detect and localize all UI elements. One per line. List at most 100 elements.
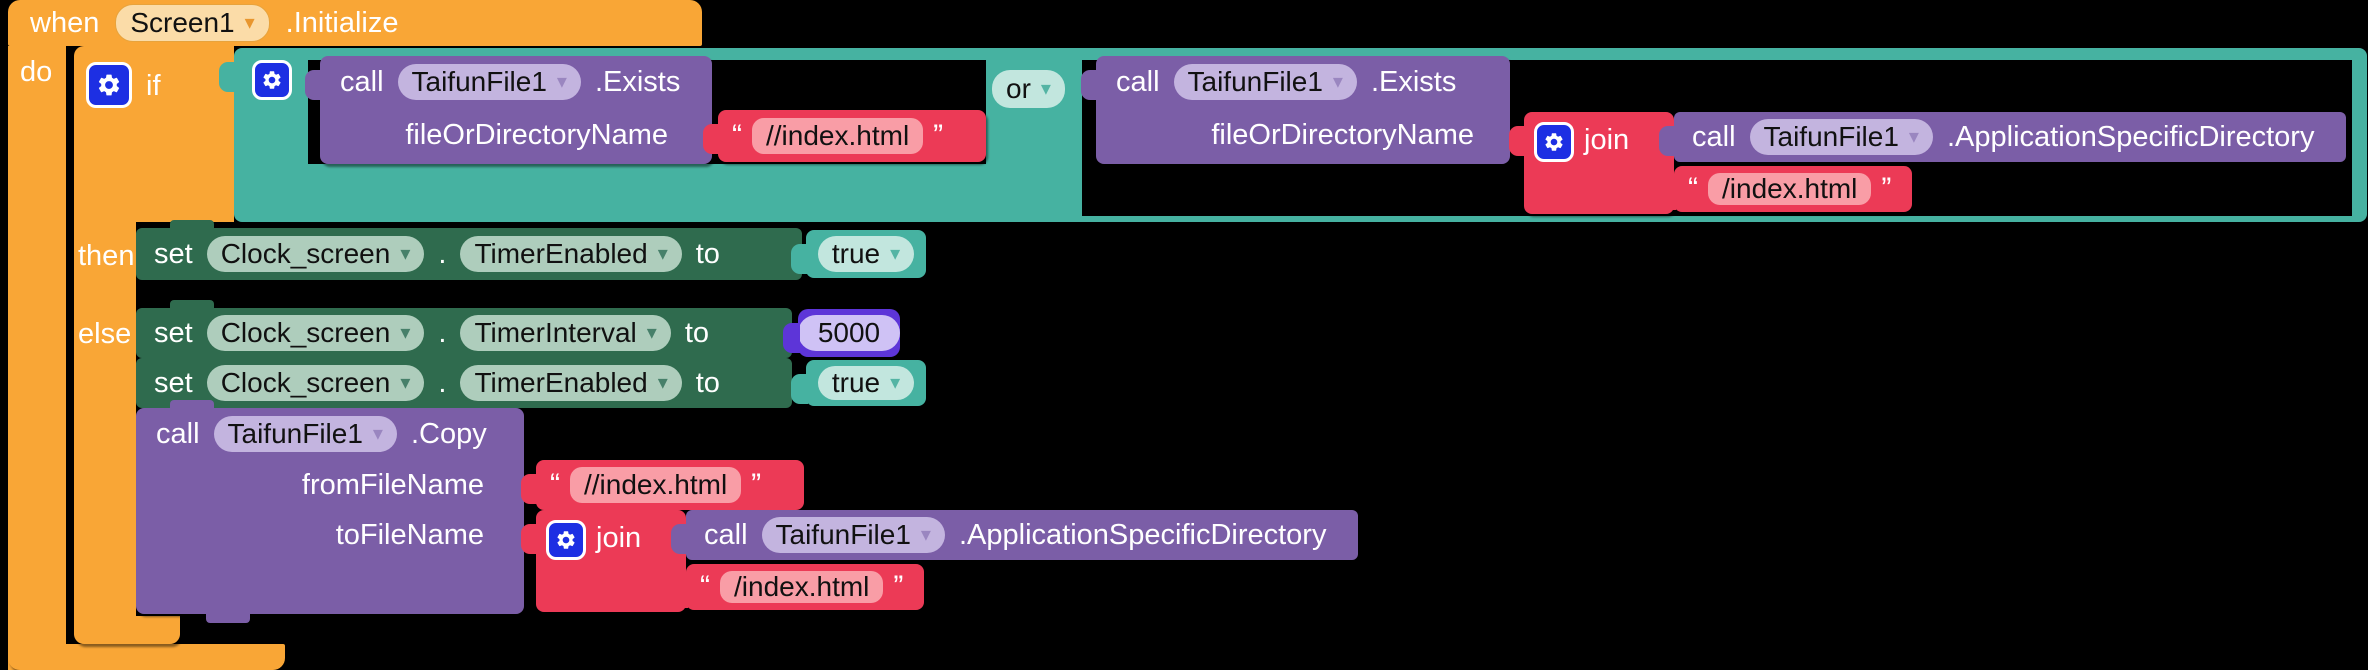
- component-dropdown[interactable]: Clock_screen ▾: [206, 315, 425, 351]
- component-dropdown-value: TaifunFile1: [775, 519, 911, 550]
- screen-dropdown[interactable]: Screen1 ▾: [115, 4, 270, 42]
- call-keyword: call: [1692, 120, 1736, 153]
- component-dropdown-value: Clock_screen: [220, 367, 391, 398]
- event-name: .Initialize: [285, 6, 399, 39]
- component-dropdown-value: TaifunFile1: [1187, 66, 1323, 97]
- do-label: do: [20, 56, 53, 88]
- chevron-down-icon: ▾: [556, 71, 567, 93]
- component-dropdown-value: Clock_screen: [220, 238, 391, 269]
- text-value[interactable]: /index.html: [1708, 173, 1872, 205]
- method-name: .Exists: [594, 65, 681, 98]
- set-keyword: set: [154, 316, 193, 349]
- dot-separator: .: [438, 316, 447, 349]
- open-quote: “: [732, 119, 742, 152]
- call-exists-block-2[interactable]: call TaifunFile1 ▾ .Exists fileOrDirecto…: [1081, 56, 1510, 164]
- chevron-down-icon: ▾: [890, 243, 901, 265]
- when-keyword: when: [30, 6, 100, 39]
- text-value[interactable]: //index.html: [752, 118, 924, 154]
- true-logic-block-2[interactable]: true ▾: [791, 360, 926, 406]
- chevron-down-icon: ▾: [244, 12, 255, 34]
- join-mutator-gear-icon[interactable]: [1534, 122, 1574, 162]
- text-value[interactable]: //index.html: [570, 467, 742, 503]
- when-block-bottom[interactable]: [8, 644, 285, 670]
- param-label: fromFileName: [301, 468, 484, 501]
- component-dropdown[interactable]: TaifunFile1 ▾: [213, 416, 397, 452]
- param-label: fileOrDirectoryName: [405, 118, 668, 151]
- boolean-dropdown[interactable]: true ▾: [817, 236, 915, 272]
- chevron-down-icon: ▾: [890, 372, 901, 394]
- true-logic-block-1[interactable]: true ▾: [791, 230, 926, 278]
- call-keyword: call: [1116, 65, 1160, 98]
- chevron-down-icon: ▾: [1040, 78, 1051, 100]
- method-name: .ApplicationSpecificDirectory: [1946, 120, 2315, 153]
- component-dropdown-value: TaifunFile1: [227, 418, 363, 449]
- component-dropdown-value: TaifunFile1: [411, 66, 547, 97]
- call-app-dir-block-2[interactable]: call TaifunFile1 ▾ .ApplicationSpecificD…: [671, 510, 1358, 560]
- method-name: .Copy: [410, 417, 487, 450]
- component-dropdown[interactable]: TaifunFile1 ▾: [1749, 119, 1933, 155]
- chevron-down-icon: ▾: [657, 372, 668, 394]
- set-timer-enabled-block-2[interactable]: set Clock_screen ▾ . TimerEnabled ▾ to: [136, 358, 792, 408]
- if-mutator-gear-icon[interactable]: [86, 62, 132, 108]
- to-keyword: to: [695, 237, 720, 270]
- when-event-block[interactable]: when Screen1 ▾ .Initialize: [8, 0, 702, 46]
- open-quote: “: [550, 468, 560, 501]
- close-quote: ”: [893, 570, 904, 603]
- join-keyword: join: [1584, 124, 1630, 156]
- set-keyword: set: [154, 237, 193, 270]
- boolean-dropdown-value: true: [831, 367, 881, 398]
- close-quote: ”: [751, 468, 762, 501]
- or-mutator-gear-icon[interactable]: [252, 60, 292, 100]
- close-quote: ”: [933, 119, 944, 152]
- if-block-bottom[interactable]: [74, 616, 180, 644]
- dot-separator: .: [438, 237, 447, 270]
- text-block-root-index[interactable]: “ //index.html ”: [703, 110, 986, 162]
- component-dropdown[interactable]: TaifunFile1 ▾: [1173, 64, 1357, 100]
- number-value[interactable]: 5000: [798, 315, 900, 351]
- text-block-rel-index[interactable]: “ /index.html ”: [1659, 166, 1912, 212]
- chevron-down-icon: ▾: [400, 243, 411, 265]
- call-copy-block[interactable]: call TaifunFile1 ▾ .Copy fromFileName to…: [136, 400, 524, 623]
- property-dropdown[interactable]: TimerEnabled ▾: [460, 365, 682, 401]
- component-dropdown-value: TaifunFile1: [1763, 121, 1899, 152]
- open-quote: “: [700, 570, 710, 603]
- component-dropdown[interactable]: Clock_screen ▾: [206, 365, 425, 401]
- component-dropdown[interactable]: Clock_screen ▾: [206, 236, 425, 272]
- call-app-dir-block-1[interactable]: call TaifunFile1 ▾ .ApplicationSpecificD…: [1659, 112, 2346, 162]
- if-block-spine[interactable]: [74, 222, 136, 618]
- component-dropdown[interactable]: TaifunFile1 ▾: [761, 517, 945, 553]
- call-exists-block-1[interactable]: call TaifunFile1 ▾ .Exists fileOrDirecto…: [305, 56, 712, 164]
- when-block-spine[interactable]: [8, 46, 66, 670]
- set-timer-enabled-block-1[interactable]: set Clock_screen ▾ . TimerEnabled ▾ to: [136, 220, 802, 280]
- property-dropdown-value: TimerEnabled: [474, 238, 648, 269]
- chevron-down-icon: ▾: [1908, 126, 1919, 148]
- to-keyword: to: [695, 366, 720, 399]
- join-mutator-gear-icon[interactable]: [546, 520, 586, 560]
- or-operator-value: or: [1006, 73, 1031, 104]
- or-operator-dropdown[interactable]: or ▾: [992, 70, 1065, 108]
- number-block-5000[interactable]: 5000: [783, 309, 900, 357]
- dot-separator: .: [438, 366, 447, 399]
- param-label: toFileName: [335, 518, 484, 551]
- set-timer-interval-block[interactable]: set Clock_screen ▾ . TimerInterval ▾ to: [136, 300, 792, 358]
- component-dropdown-value: Clock_screen: [220, 317, 391, 348]
- chevron-down-icon: ▾: [400, 322, 411, 344]
- property-dropdown[interactable]: TimerEnabled ▾: [460, 236, 682, 272]
- component-dropdown[interactable]: TaifunFile1 ▾: [397, 64, 581, 100]
- set-keyword: set: [154, 366, 193, 399]
- if-label: if: [146, 70, 161, 102]
- then-label: then: [78, 240, 135, 272]
- chevron-down-icon: ▾: [657, 243, 668, 265]
- boolean-dropdown-value: true: [831, 238, 881, 269]
- open-quote: “: [1688, 172, 1698, 205]
- text-block-rel-index-2[interactable]: “ /index.html ”: [671, 564, 924, 610]
- call-keyword: call: [156, 417, 200, 450]
- chevron-down-icon: ▾: [1332, 71, 1343, 93]
- property-dropdown-value: TimerEnabled: [474, 367, 648, 398]
- text-value[interactable]: /index.html: [720, 571, 884, 603]
- chevron-down-icon: ▾: [372, 423, 383, 445]
- boolean-dropdown[interactable]: true ▾: [817, 366, 915, 400]
- text-block-root-index-2[interactable]: “ //index.html ”: [521, 460, 804, 510]
- property-dropdown[interactable]: TimerInterval ▾: [460, 315, 671, 351]
